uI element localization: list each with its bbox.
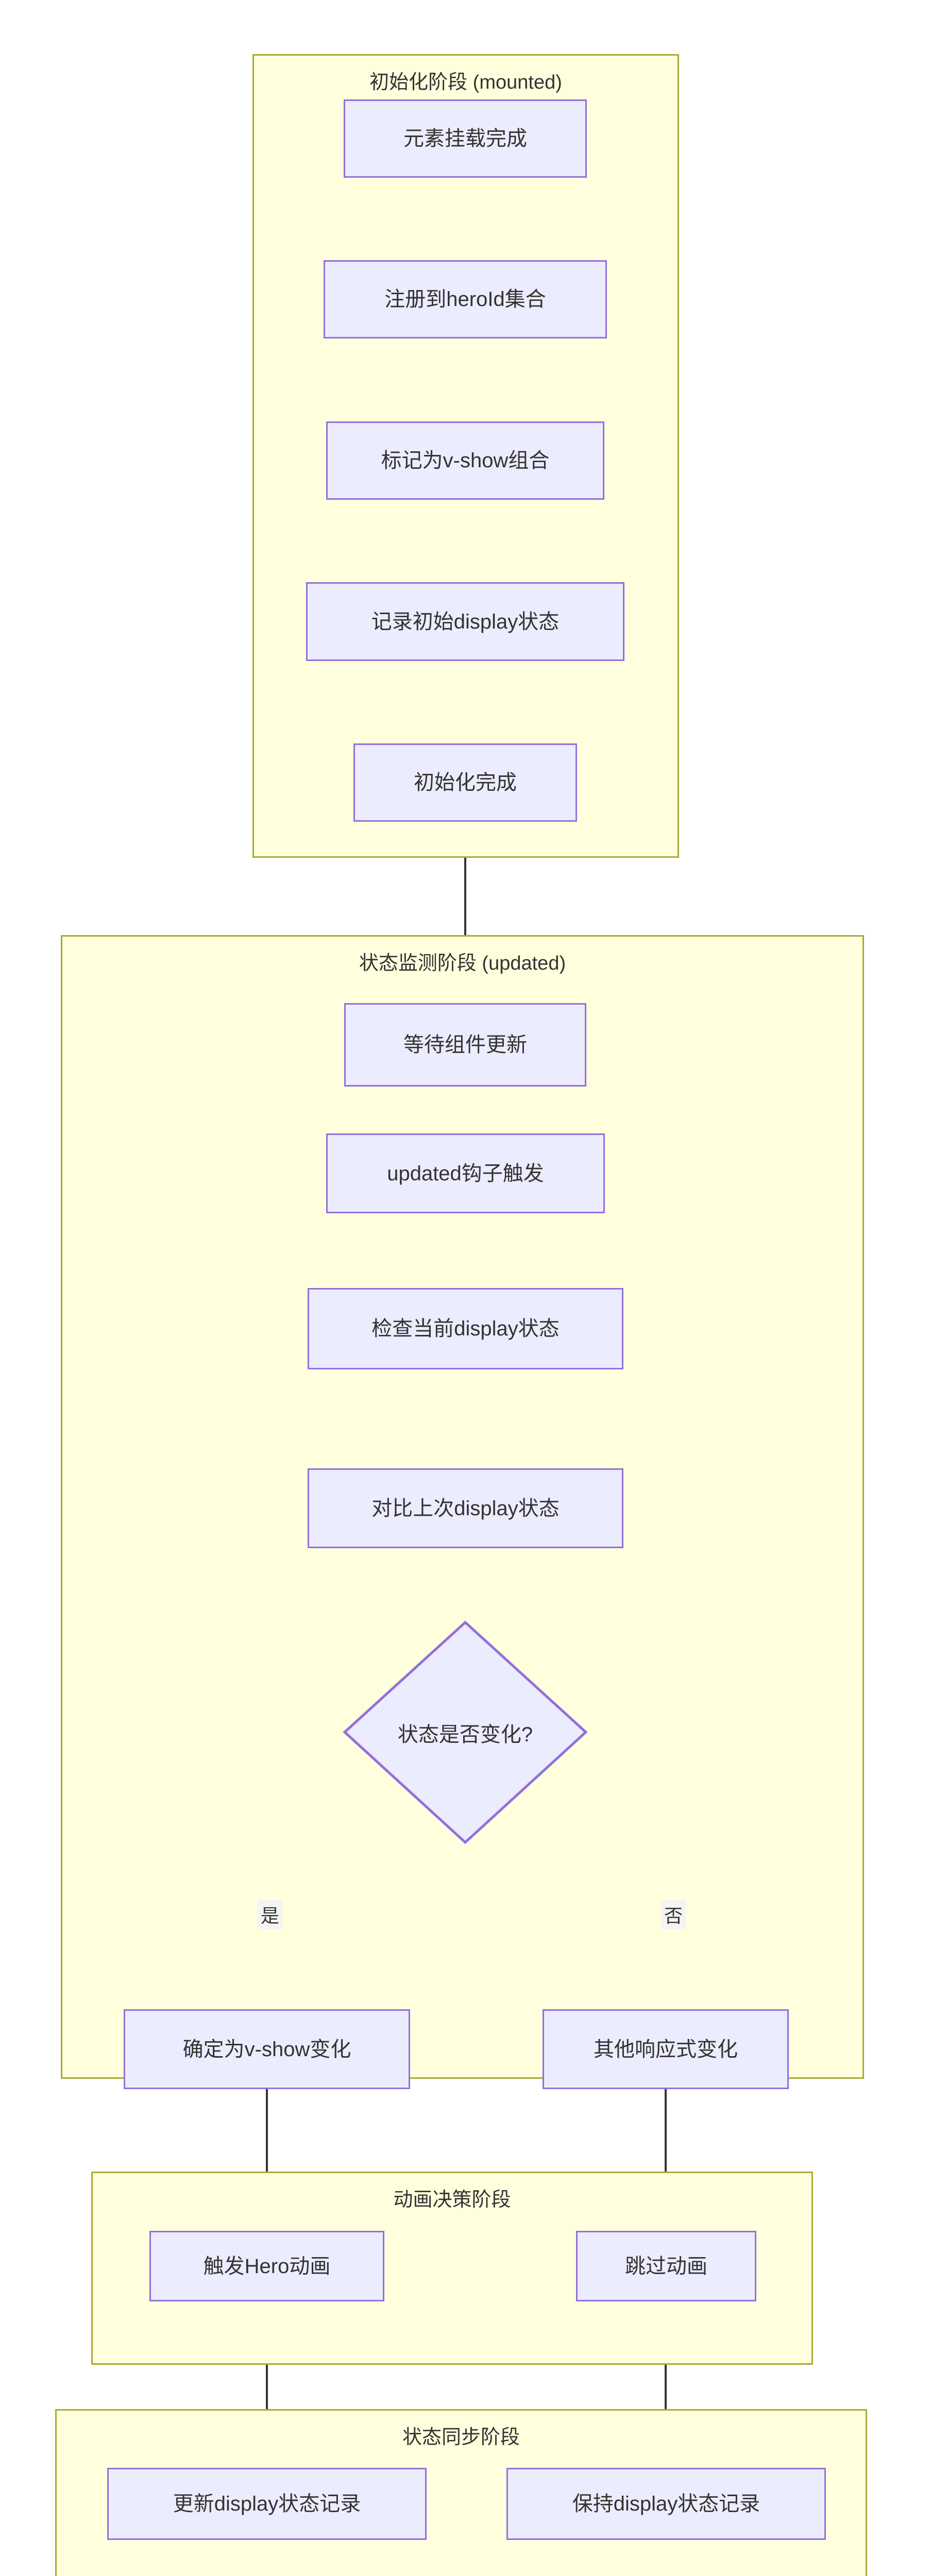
node-label: 确定为v-show变化 (182, 2038, 351, 2061)
node-other-reactive-change[interactable]: 其他响应式变化 (543, 2009, 789, 2089)
node-record-initial-display[interactable]: 记录初始display状态 (306, 582, 624, 661)
node-label: 跳过动画 (625, 2255, 707, 2278)
node-trigger-hero-animation[interactable]: 触发Hero动画 (149, 2231, 384, 2301)
cluster-sync-title: 状态同步阶段 (402, 2427, 520, 2448)
node-label: 保持display状态记录 (572, 2493, 760, 2515)
node-label: 更新display状态记录 (173, 2493, 361, 2515)
node-init-complete[interactable]: 初始化完成 (353, 743, 577, 822)
edge-label-no: 否 (661, 1900, 686, 1929)
node-label: 其他响应式变化 (594, 2038, 738, 2061)
node-wait-component-update[interactable]: 等待组件更新 (344, 1003, 586, 1087)
node-label: updated钩子触发 (387, 1162, 544, 1185)
node-label: 触发Hero动画 (203, 2255, 331, 2278)
node-label: 等待组件更新 (403, 1033, 527, 1056)
node-label: 初始化完成 (414, 771, 517, 794)
node-register-heroid[interactable]: 注册到heroId集合 (324, 260, 607, 338)
cluster-watch-title: 状态监测阶段 (updated) (359, 953, 566, 974)
node-label: 检查当前display状态 (371, 1317, 560, 1340)
edge-label-yes: 是 (258, 1900, 283, 1929)
node-check-current-display[interactable]: 检查当前display状态 (308, 1288, 623, 1369)
node-label: 元素挂载完成 (403, 127, 527, 150)
node-keep-display-record[interactable]: 保持display状态记录 (506, 2468, 826, 2540)
node-updated-hook[interactable]: updated钩子触发 (326, 1133, 605, 1213)
node-element-mounted[interactable]: 元素挂载完成 (344, 99, 587, 178)
diamond-shape (343, 1620, 588, 1844)
node-mark-vshow[interactable]: 标记为v-show组合 (326, 421, 604, 500)
node-label: 记录初始display状态 (371, 610, 560, 633)
cluster-animate-title: 动画决策阶段 (393, 2189, 511, 2211)
node-confirmed-vshow-change[interactable]: 确定为v-show变化 (124, 2009, 410, 2089)
node-compare-last-display[interactable]: 对比上次display状态 (308, 1468, 623, 1548)
cluster-init-title: 初始化阶段 (mounted) (369, 72, 562, 93)
node-update-display-record[interactable]: 更新display状态记录 (107, 2468, 427, 2540)
node-label: 对比上次display状态 (371, 1497, 560, 1520)
node-label: 注册到heroId集合 (384, 288, 546, 311)
node-skip-animation[interactable]: 跳过动画 (576, 2231, 756, 2301)
node-label: 标记为v-show组合 (381, 449, 550, 472)
node-state-changed-decision[interactable]: 状态是否变化? (343, 1620, 588, 1844)
